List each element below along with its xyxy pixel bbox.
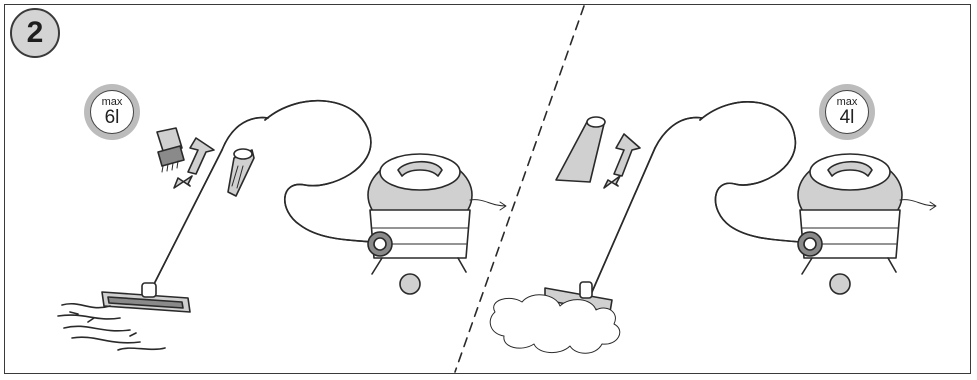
water-puddle — [489, 294, 621, 354]
step-number: 2 — [26, 16, 44, 49]
dry-vacuum-icon — [57, 100, 507, 351]
capacity-badge-dry: max 6l — [84, 84, 140, 140]
double-arrow-icon — [173, 137, 215, 189]
crevice-nozzle-icon — [227, 148, 255, 197]
wet-nozzle-icon — [555, 116, 606, 183]
floor-nozzle-icon — [101, 282, 191, 313]
panel-divider — [454, 5, 585, 373]
dirt-area — [57, 303, 166, 351]
wet-vacuum-icon — [489, 101, 937, 354]
capacity-label: max — [101, 96, 123, 108]
double-arrow-icon — [603, 133, 641, 189]
capacity-value: 4l — [839, 107, 855, 128]
vacuum-body — [797, 153, 937, 295]
capacity-value: 6l — [104, 107, 120, 128]
vacuum-body — [367, 153, 507, 295]
capacity-label: max — [836, 96, 858, 108]
step-badge: 2 — [10, 8, 60, 58]
capacity-badge-wet: max 4l — [819, 84, 875, 140]
brush-nozzle-icon — [156, 127, 185, 173]
